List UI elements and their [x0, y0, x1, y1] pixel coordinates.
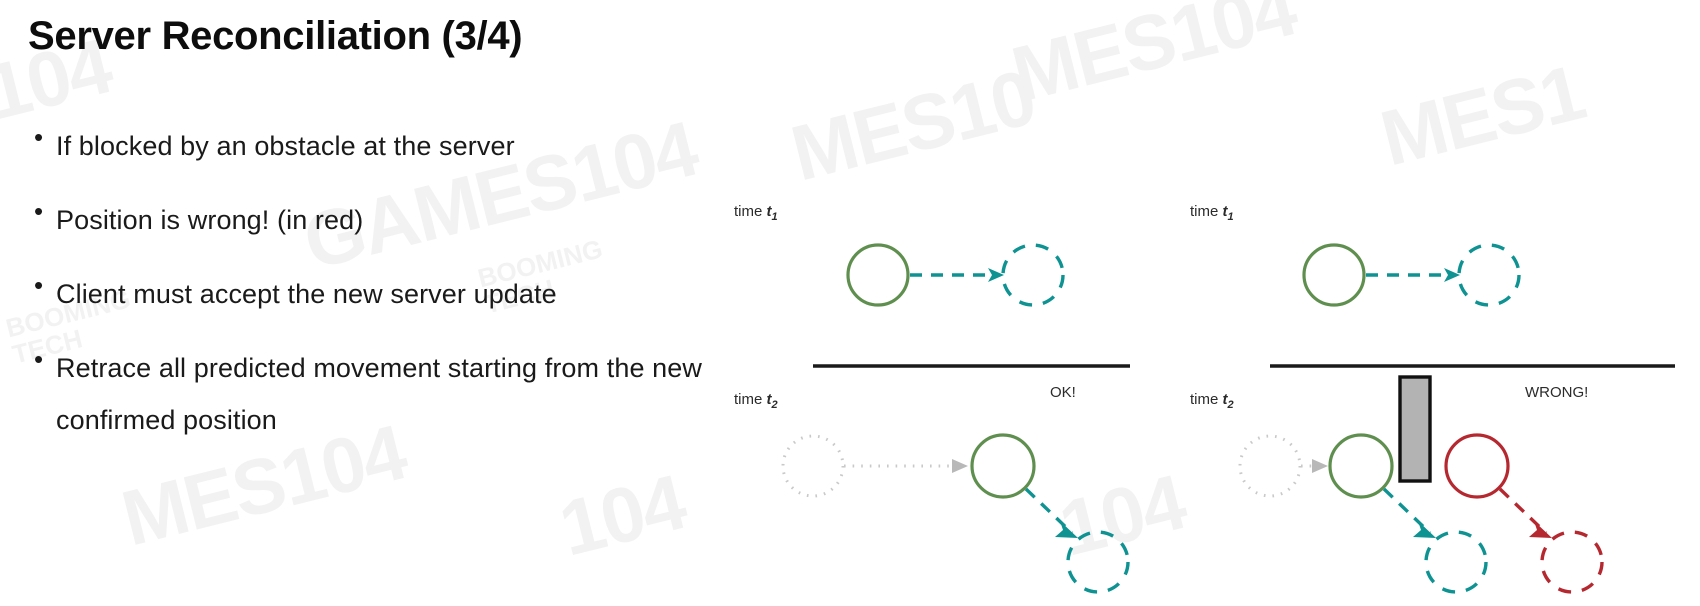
bullet-marker-icon: • — [34, 270, 44, 300]
time-label-subscript: 2 — [1227, 399, 1234, 411]
prediction-arrow-head-icon — [988, 268, 1004, 282]
diagram-left-top-panel: time t1 — [734, 203, 1065, 307]
diagram-right-bottom-panel: time t2 WRONG! — [1190, 375, 1604, 594]
time-label-var: t — [767, 203, 773, 220]
time-label-subscript: 1 — [1228, 211, 1234, 223]
bullet-marker-icon: • — [34, 122, 44, 152]
corrected-prediction-arrow-head-icon — [1413, 521, 1436, 538]
watermark-text: 104 — [551, 457, 693, 573]
time-label-prefix: time — [1190, 203, 1223, 220]
wrong-predicted-position-circle — [1444, 433, 1510, 499]
time-label-subscript: 1 — [772, 211, 778, 223]
next-predicted-position-circle — [1066, 530, 1130, 594]
corrected-predicted-position-circle — [1424, 530, 1488, 594]
list-item: • If blocked by an obstacle at the serve… — [28, 120, 728, 172]
ghost-arrow-head-icon — [1312, 459, 1328, 473]
bullet-marker-icon: • — [34, 196, 44, 226]
time-label-prefix: time — [734, 391, 767, 408]
list-item-label: Retrace all predicted movement starting … — [56, 353, 702, 435]
time-label-var: t — [767, 391, 773, 408]
wrong-next-predicted-position-circle — [1540, 530, 1604, 594]
time-label-t1: time t1 — [734, 203, 778, 223]
predicted-position-circle — [1001, 243, 1065, 307]
confirmed-position-circle — [1302, 243, 1366, 307]
time-label-subscript: 2 — [771, 399, 778, 411]
time-label-var: t — [1223, 391, 1229, 408]
diagram-left: time t1 time t2 OK! — [734, 203, 1130, 594]
ghost-arrow-head-icon — [952, 459, 968, 473]
diagram-area: time t1 time t2 OK! — [720, 0, 1700, 606]
time-label-prefix: time — [734, 203, 767, 220]
list-item: • Position is wrong! (in red) — [28, 194, 728, 246]
list-item: • Client must accept the new server upda… — [28, 268, 728, 320]
previous-position-ghost-circle — [1238, 434, 1302, 498]
list-item-label: Client must accept the new server update — [56, 279, 557, 309]
time-label-prefix: time — [1190, 391, 1223, 408]
time-label-var: t — [1223, 203, 1229, 220]
confirmed-position-circle — [846, 243, 910, 307]
diagram-left-bottom-panel: time t2 OK! — [734, 384, 1130, 594]
bullet-marker-icon: • — [34, 344, 44, 374]
server-confirmed-position-circle — [1328, 433, 1394, 499]
list-item-label: Position is wrong! (in red) — [56, 205, 364, 235]
status-badge-wrong: WRONG! — [1525, 384, 1588, 401]
bullet-list: • If blocked by an obstacle at the serve… — [28, 120, 728, 468]
list-item: • Retrace all predicted movement startin… — [28, 342, 728, 446]
diagram-right-top-panel: time t1 — [1190, 203, 1521, 307]
time-label-t2: time t2 — [734, 391, 778, 411]
time-label-t2: time t2 — [1190, 391, 1234, 411]
previous-position-ghost-circle — [781, 434, 845, 498]
obstacle-wall — [1398, 375, 1432, 483]
status-badge-ok: OK! — [1050, 384, 1076, 401]
diagram-right: time t1 time t2 WRONG! — [1190, 203, 1675, 594]
next-prediction-arrow-head-icon — [1055, 521, 1078, 538]
server-confirmed-position-circle — [970, 433, 1036, 499]
prediction-arrow-head-icon — [1444, 268, 1460, 282]
list-item-label: If blocked by an obstacle at the server — [56, 131, 515, 161]
page-title: Server Reconciliation (3/4) — [28, 14, 523, 58]
predicted-position-circle — [1457, 243, 1521, 307]
time-label-t1: time t1 — [1190, 203, 1234, 223]
wrong-prediction-arrow-head-icon — [1529, 521, 1552, 538]
